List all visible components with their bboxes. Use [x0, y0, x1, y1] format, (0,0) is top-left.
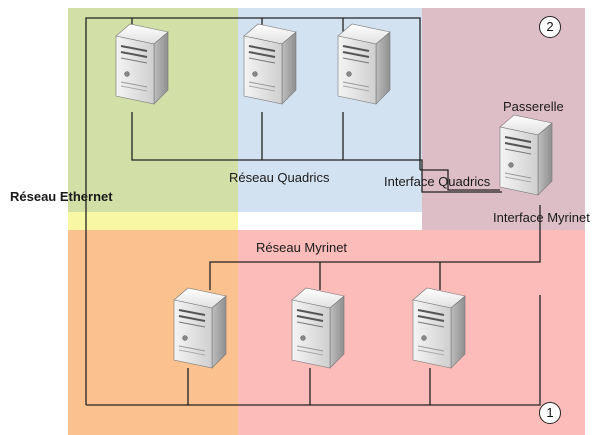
zone-pink: [238, 230, 585, 435]
server-icon: [291, 287, 345, 369]
zone-white-strip: [238, 212, 422, 230]
gateway-server-icon: [499, 114, 553, 196]
myrinet-wires: [209, 205, 541, 290]
server-icon: [243, 23, 297, 105]
cluster-1-badge: 1: [539, 402, 561, 424]
label-quadrics-network: Réseau Quadrics: [229, 170, 330, 185]
zone-mauve-lower: [422, 212, 585, 230]
quadrics-wires: [131, 112, 502, 193]
server-icon: [115, 23, 169, 105]
server-icon: [173, 287, 227, 369]
server-icon: [337, 23, 391, 105]
cluster-2-badge: 2: [539, 16, 561, 38]
zone-yellow-strip: [68, 212, 238, 230]
server-icon: [412, 287, 466, 369]
label-gateway: Passerelle: [503, 99, 564, 114]
label-myrinet-network: Réseau Myrinet: [256, 240, 348, 255]
label-ethernet-network: Réseau Ethernet: [10, 189, 113, 204]
label-interface-myrinet: Interface Myrinet: [493, 210, 590, 225]
label-interface-quadrics: Interface Quadrics: [384, 174, 491, 189]
